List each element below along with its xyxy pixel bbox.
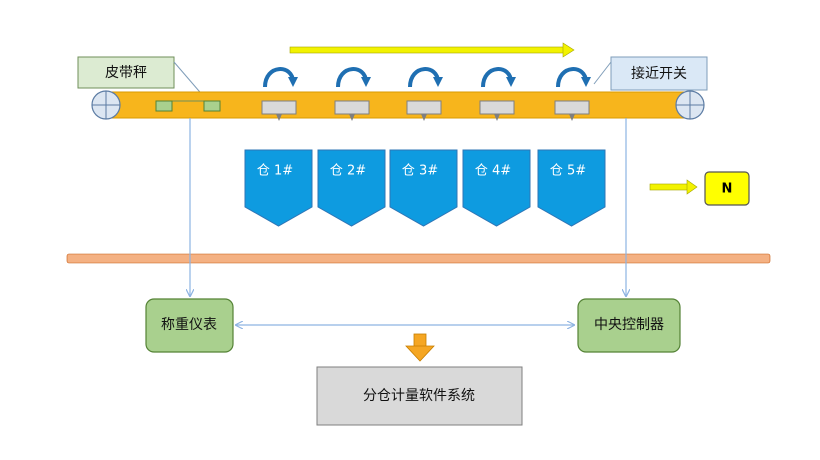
bin-1: 仓 1# bbox=[244, 149, 313, 227]
plough-drop-icon bbox=[349, 114, 355, 121]
weighing-instrument-box: 称重仪表 bbox=[145, 298, 234, 353]
proximity-switch-label: 接近开关 bbox=[631, 65, 687, 82]
weighing-instrument-label: 称重仪表 bbox=[161, 317, 217, 333]
flow-arrow-icon bbox=[289, 42, 575, 58]
conveyor-belt bbox=[91, 90, 705, 120]
bin-shape bbox=[462, 149, 531, 227]
divert-arrow-icon bbox=[263, 67, 298, 88]
bins: 仓 1# 仓 2# 仓 3# 仓 4# 仓 5# bbox=[244, 149, 606, 227]
divert-arrow-icon bbox=[408, 67, 443, 88]
plough-units bbox=[261, 67, 591, 121]
plough-unit-3 bbox=[406, 67, 443, 121]
central-controller-box: 中央控制器 bbox=[577, 298, 681, 353]
plough-unit-2 bbox=[334, 67, 371, 121]
plough-drop-icon bbox=[276, 114, 282, 121]
belt-scale-label-box: 皮带秤 bbox=[77, 56, 206, 99]
north-arrow-icon bbox=[649, 179, 698, 195]
software-system-label: 分仓计量软件系统 bbox=[363, 388, 475, 404]
plough-box bbox=[261, 100, 297, 115]
bin-shape bbox=[537, 149, 606, 227]
bin-5: 仓 5# bbox=[537, 149, 606, 227]
bin-shape bbox=[389, 149, 458, 227]
plough-box bbox=[554, 100, 590, 115]
divert-arrow-icon bbox=[336, 67, 371, 88]
bin-3: 仓 3# bbox=[389, 149, 458, 227]
plough-unit-5 bbox=[554, 67, 591, 121]
software-system-box: 分仓计量软件系统 bbox=[316, 366, 523, 426]
load-cell-right bbox=[203, 100, 221, 112]
floor-bar bbox=[66, 253, 771, 264]
proximity-switch-label-box: 接近开关 bbox=[593, 56, 708, 91]
plough-drop-icon bbox=[494, 114, 500, 121]
down-arrow-icon bbox=[405, 333, 435, 362]
plough-unit-4 bbox=[479, 67, 516, 121]
bin-label: 仓 1# bbox=[257, 164, 293, 179]
bin-label: 仓 2# bbox=[330, 164, 366, 179]
bin-2: 仓 2# bbox=[317, 149, 386, 227]
central-controller-label: 中央控制器 bbox=[594, 317, 664, 333]
load-cell-left bbox=[155, 100, 173, 112]
bin-label: 仓 4# bbox=[475, 164, 511, 179]
plough-box bbox=[406, 100, 442, 115]
divert-arrow-icon bbox=[556, 67, 591, 88]
divert-arrow-icon bbox=[481, 67, 516, 88]
bin-label: 仓 5# bbox=[550, 164, 586, 179]
load-cells bbox=[155, 100, 221, 112]
plough-drop-icon bbox=[421, 114, 427, 121]
bin-shape bbox=[244, 149, 313, 227]
plough-box bbox=[334, 100, 370, 115]
north-marker: N bbox=[649, 171, 750, 206]
north-label: N bbox=[722, 182, 733, 197]
bin-4: 仓 4# bbox=[462, 149, 531, 227]
belt-scale-label: 皮带秤 bbox=[105, 65, 147, 81]
plough-drop-icon bbox=[569, 114, 575, 121]
plough-box bbox=[479, 100, 515, 115]
bin-label: 仓 3# bbox=[402, 164, 438, 179]
bin-shape bbox=[317, 149, 386, 227]
plough-unit-1 bbox=[261, 67, 298, 121]
